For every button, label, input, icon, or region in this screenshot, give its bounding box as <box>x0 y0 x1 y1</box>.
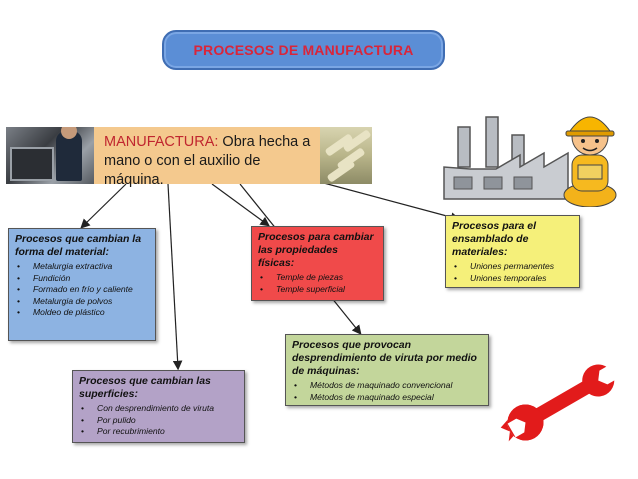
wrench-icon <box>500 364 618 442</box>
list-item: Fundición <box>15 273 149 285</box>
definition-term: MANUFACTURA: <box>104 134 219 150</box>
arrow-to-forma <box>80 183 127 229</box>
definition-box: MANUFACTURA: Obra hecha a mano o con el … <box>94 127 320 188</box>
worker-photo <box>6 127 94 184</box>
box-heading: Procesos para cambiar las propiedades fí… <box>258 231 374 269</box>
arrow-to-superficies <box>167 183 183 371</box>
title-banner: PROCESOS DE MANUFACTURA <box>162 30 445 70</box>
list-item: Uniones permanentes <box>452 261 573 273</box>
list-item: Metalurgia extractiva <box>15 261 149 273</box>
definition-text: Obra hecha a mano o con el auxilio de má… <box>104 134 311 188</box>
list-item: Moldeo de plástico <box>15 307 149 319</box>
list-item: Por pulido <box>79 415 238 427</box>
list-item: Por recubrimiento <box>79 426 238 438</box>
list-item: Uniones temporales <box>452 273 573 285</box>
list-item: Con desprendimiento de viruta <box>79 403 238 415</box>
list-item: Métodos de maquinado especial <box>292 392 482 404</box>
bolts-photo <box>320 127 372 184</box>
factory-icon <box>443 116 617 207</box>
box-heading: Procesos que cambian la forma del materi… <box>15 233 142 258</box>
list-item: Formado en frío y caliente <box>15 284 149 296</box>
arrow-to-fisicas <box>211 183 270 227</box>
arrow-to-ensamblado <box>319 181 461 222</box>
worker-icon <box>563 116 617 207</box>
list-item: Métodos de maquinado convencional <box>292 380 482 392</box>
box-heading: Procesos que provocan desprendimiento de… <box>292 339 477 377</box>
list-item: Temple superficial <box>258 284 377 296</box>
list-item: Temple de piezas <box>258 272 377 284</box>
process-box-viruta: Procesos que provocan desprendimiento de… <box>285 334 489 406</box>
process-box-fisicas: Procesos para cambiar las propiedades fí… <box>251 226 384 301</box>
process-box-ensamblado: Procesos para el ensamblado de materiale… <box>445 215 580 288</box>
page-title: PROCESOS DE MANUFACTURA <box>193 42 414 58</box>
box-heading: Procesos para el ensamblado de materiale… <box>452 220 537 258</box>
box-heading: Procesos que cambian las superficies: <box>79 375 211 400</box>
process-box-forma: Procesos que cambian la forma del materi… <box>8 228 156 341</box>
process-box-superficies: Procesos que cambian las superficies: Co… <box>72 370 245 443</box>
list-item: Metalurgia de polvos <box>15 296 149 308</box>
